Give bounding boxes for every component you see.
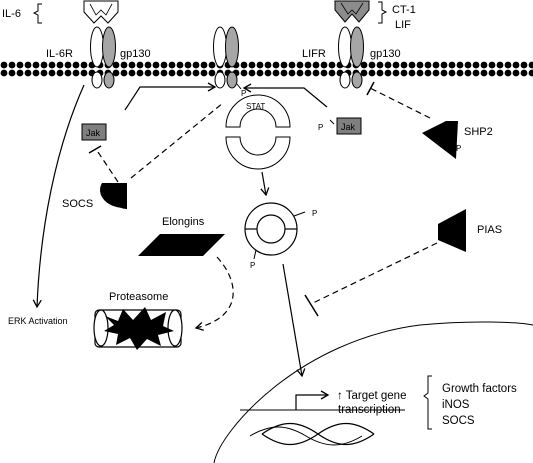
erk-activation-label: ERK Activation (8, 316, 68, 326)
elongins-shape (138, 234, 225, 256)
jak-right-activation-arrow (242, 83, 328, 108)
phospho-receptor: P (241, 89, 246, 98)
stat-dimer (244, 202, 298, 256)
ct1-label: CT-1 (392, 4, 416, 16)
elongins-label: Elongins (162, 216, 205, 228)
target-gene-line1: ↑ Target gene (337, 390, 406, 402)
phospho-dimer-top: P (312, 209, 317, 218)
socs-jak-inhibition-line (95, 148, 119, 183)
phospho-shp2: P (456, 144, 461, 153)
elongins-proteasome-arrow (194, 256, 234, 331)
shp2-inhibition-line (369, 87, 431, 119)
il6-label: IL-6 (2, 8, 21, 20)
gp130-left-label: gp130 (120, 48, 151, 60)
ct1-lif-ligand-shape (334, 0, 370, 23)
shp2-shape (422, 121, 458, 159)
jak-left-label: Jak (86, 128, 101, 138)
target-inos: iNOS (442, 399, 470, 411)
pias-inhibition-line (312, 242, 438, 304)
target-growth-factors: Growth factors (442, 383, 517, 395)
phospho-jak-right: P (318, 123, 323, 132)
il6r-gp130-receptor (90, 26, 116, 89)
pias-shape (438, 209, 466, 252)
il6r-label: IL-6R (46, 48, 73, 60)
ct1-lif-bracket (378, 1, 388, 24)
target-gene-line2: transcription (338, 404, 401, 416)
nuclear-translocation-arrow (282, 263, 306, 378)
jak-right-label: Jak (341, 122, 356, 132)
socs-label: SOCS (62, 198, 93, 210)
erk-activation-arrow (32, 84, 85, 309)
jak-right-box (336, 117, 362, 135)
stat-dimerization-arrow (260, 171, 270, 197)
proteasome-label: Proteasome (109, 291, 168, 303)
lif-label: LIF (395, 19, 411, 31)
lifr-label: LIFR (302, 48, 326, 60)
il6-bracket (32, 3, 42, 24)
proteasome-shape (93, 307, 183, 350)
middle-receptor-pair (213, 26, 239, 89)
phospho-dimer-bottom: P (250, 261, 255, 270)
socs-receptor-inhibition-line (130, 102, 224, 179)
cell-membrane (0, 61, 533, 77)
shp2-label: SHP2 (464, 126, 493, 138)
jak-left-box (81, 123, 107, 141)
jak-left-activation-arrow (124, 82, 217, 111)
stat-monomers (225, 94, 291, 170)
transcription-start-arrow (295, 390, 330, 410)
nucleus-envelope (213, 321, 533, 463)
target-socs: SOCS (442, 415, 475, 427)
il6-ligand-shape (83, 0, 119, 24)
gp130-right-label: gp130 (370, 48, 401, 60)
stat-label: STAT (246, 102, 265, 111)
targets-bracket (423, 375, 432, 430)
lifr-gp130-receptor (338, 26, 364, 89)
pias-label: PIAS (477, 224, 502, 236)
